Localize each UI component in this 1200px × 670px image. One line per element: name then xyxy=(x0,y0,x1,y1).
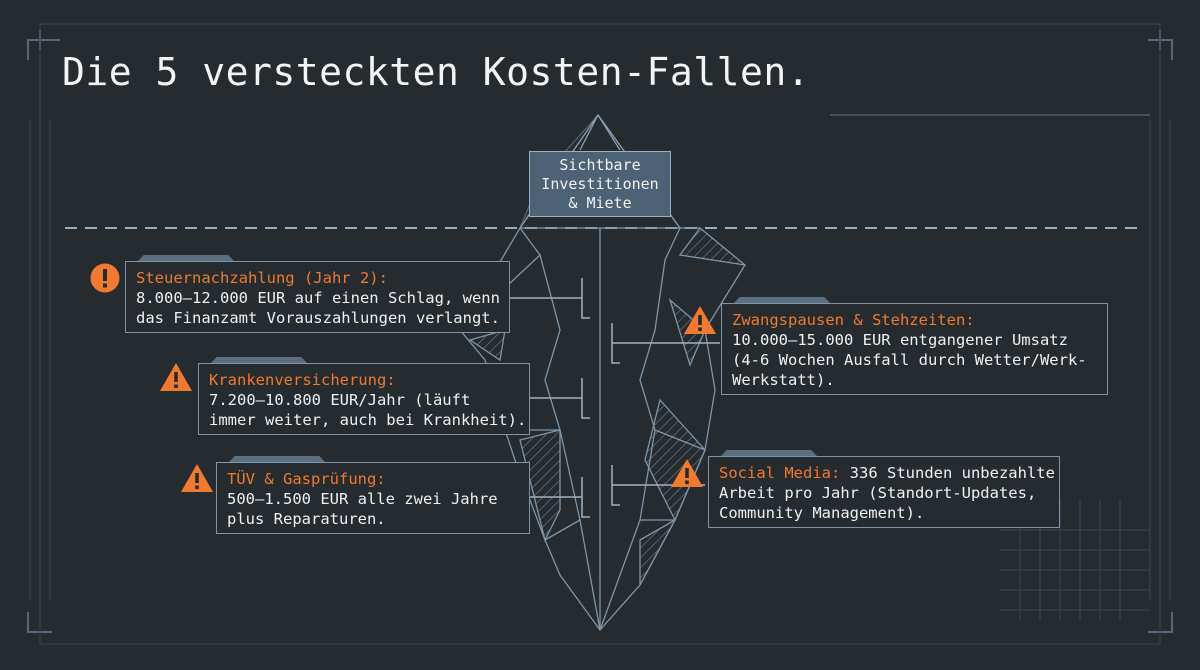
card-text: plus Reparaturen. xyxy=(227,510,386,528)
warning-triangle-icon xyxy=(684,306,716,334)
card-text: 500–1.500 EUR alle zwei Jahre xyxy=(227,490,498,508)
page-title: Die 5 versteckten Kosten-Fallen. xyxy=(62,50,811,94)
card-text: 336 Stunden unbezahlte xyxy=(840,464,1055,482)
card-steuernachzahlung: Steuernachzahlung (Jahr 2): 8.000–12.000… xyxy=(125,255,510,333)
card-krankenversicherung: Krankenversicherung: 7.200–10.800 EUR/Ja… xyxy=(198,357,530,435)
tip-label-line-2: Investitionen xyxy=(541,174,659,193)
card-text: Werkstatt). xyxy=(732,371,835,389)
card-tuev-gaspruefung: TÜV & Gasprüfung: 500–1.500 EUR alle zwe… xyxy=(216,456,530,534)
card-text: 7.200–10.800 EUR/Jahr (läuft xyxy=(209,391,471,409)
card-text: 8.000–12.000 EUR auf einen Schlag, wenn xyxy=(136,289,500,307)
card-text: (4-6 Wochen Ausfall durch Wetter/Werk- xyxy=(732,351,1087,369)
card-text: Community Management). xyxy=(719,504,925,522)
card-heading: Zwangspausen & Stehzeiten: xyxy=(732,311,975,329)
visible-investments-box: Sichtbare Investitionen & Miete xyxy=(529,151,671,217)
tip-label-line-3: & Miete xyxy=(568,193,632,212)
card-text: das Finanzamt Vorauszahlungen verlangt. xyxy=(136,309,500,327)
card-heading: Steuernachzahlung (Jahr 2): xyxy=(136,269,388,287)
card-zwangspausen: Zwangspausen & Stehzeiten: 10.000–15.000… xyxy=(721,297,1108,395)
card-text: 10.000–15.000 EUR entgangener Umsatz xyxy=(732,331,1068,349)
warning-triangle-icon xyxy=(671,459,703,487)
tip-label-line-1: Sichtbare xyxy=(559,155,641,174)
card-social-media: Social Media: 336 Stunden unbezahlte Arb… xyxy=(708,450,1060,528)
warning-triangle-icon xyxy=(160,363,192,391)
card-text: immer weiter, auch bei Krankheit). xyxy=(209,411,527,429)
card-heading: Krankenversicherung: xyxy=(209,371,396,389)
exclamation-circle-icon xyxy=(90,263,120,293)
iceberg-body xyxy=(459,227,746,632)
card-text: Arbeit pro Jahr (Standort-Updates, xyxy=(719,484,1037,502)
warning-triangle-icon xyxy=(181,464,213,492)
card-heading: TÜV & Gasprüfung: xyxy=(227,470,386,488)
card-heading: Social Media: xyxy=(719,464,841,482)
